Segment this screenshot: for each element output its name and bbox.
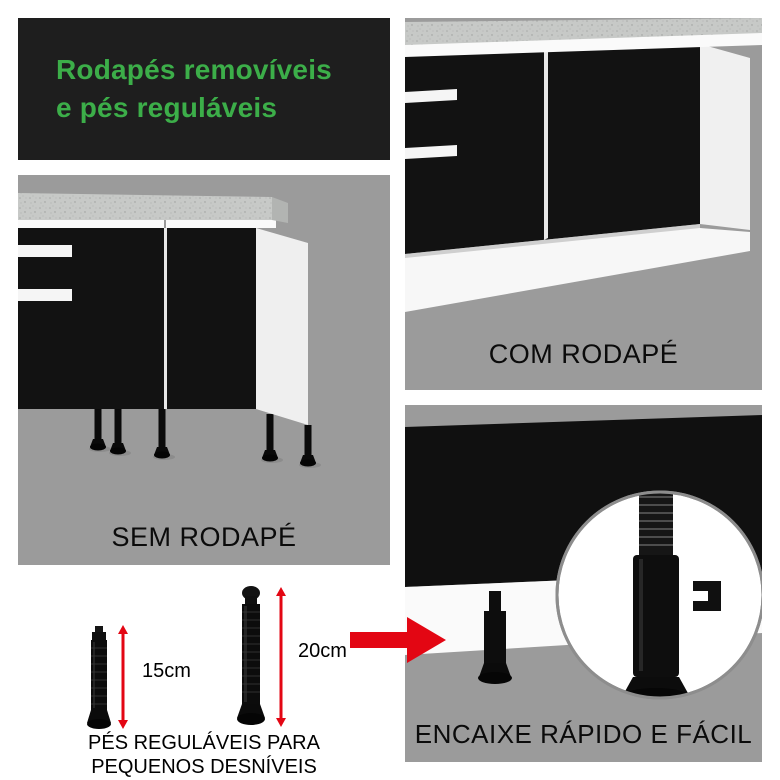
mounting-clip-shape (693, 581, 721, 611)
panel-encaixe: ENCAIXE RÁPIDO E FÁCIL (405, 405, 762, 762)
dimension-line-20cm-icon (276, 587, 286, 727)
cabinet-with-plinth-image (405, 18, 762, 312)
headline-banner: Rodapés removíveis e pés reguláveis (18, 18, 390, 160)
headline-line-2: e pés reguláveis (56, 92, 278, 123)
dimension-line-15cm-icon (118, 625, 128, 729)
feet-caption-line-2: PEQUENOS DESNÍVEIS (91, 756, 317, 778)
cabinet-with-feet-image (18, 193, 321, 468)
foot-20cm-image (237, 586, 265, 725)
label-com-rodape: COM RODAPÉ (488, 339, 679, 369)
dimension-label-20cm: 20cm (298, 640, 347, 662)
headline-line-1: Rodapés removíveis (56, 54, 332, 85)
dimension-label-15cm: 15cm (142, 660, 191, 682)
panel-com-rodape: COM RODAPÉ (405, 18, 762, 390)
mounted-foot-shape (478, 591, 512, 684)
feet-caption-line-1: PÉS REGULÁVEIS PARA (88, 732, 320, 754)
zoom-circle-inset (555, 490, 762, 700)
panel-sem-rodape: SEM RODAPÉ (18, 175, 390, 565)
foot-mount-closeup-image (405, 415, 762, 700)
label-sem-rodape: SEM RODAPÉ (111, 522, 297, 552)
foot-15cm-image (87, 626, 111, 729)
label-encaixe: ENCAIXE RÁPIDO E FÁCIL (414, 719, 753, 749)
feet-caption: PÉS REGULÁVEIS PARA PEQUENOS DESNÍVEIS (18, 731, 390, 779)
red-arrow-icon (350, 617, 446, 663)
